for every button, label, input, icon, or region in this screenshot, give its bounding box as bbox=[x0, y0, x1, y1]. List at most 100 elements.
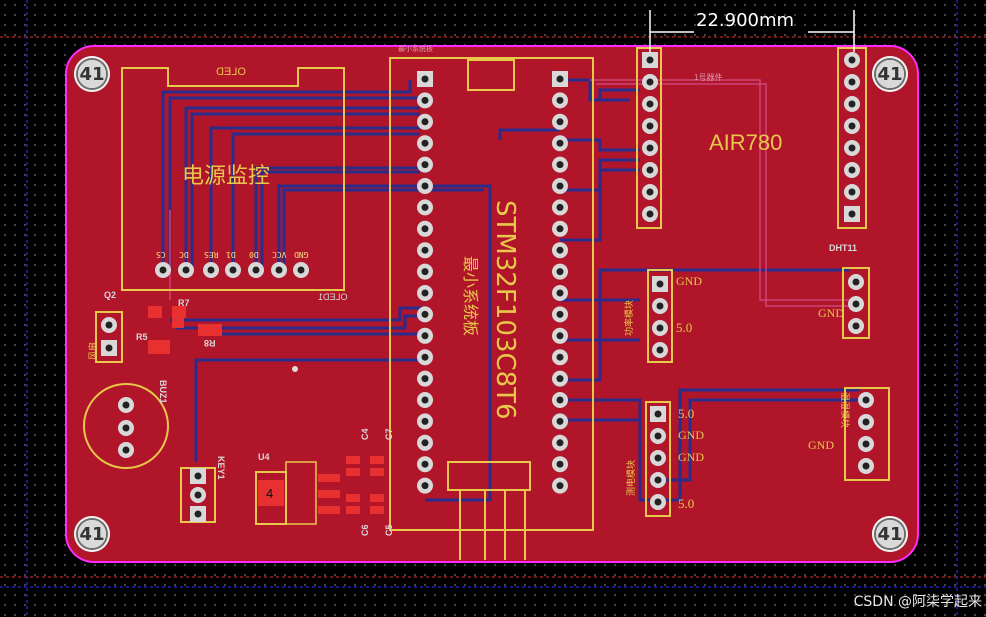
mcu-right-pin-drill bbox=[556, 118, 564, 126]
mcu-left-pin-drill bbox=[421, 203, 429, 211]
mcu-right-pin-drill bbox=[556, 353, 564, 361]
mcu-left-pin-drill bbox=[421, 246, 429, 254]
oled-title: 电源监控 bbox=[182, 164, 271, 189]
mcu-model: STM32F103C8T6 bbox=[490, 200, 520, 420]
mcu-left-pin-drill bbox=[421, 482, 429, 490]
mcu-left-pin-drill bbox=[421, 289, 429, 297]
buz-label: BUZ1 bbox=[158, 380, 168, 404]
fan-label: 风扇 bbox=[88, 341, 98, 360]
csdn-watermark: CSDN @阿柒学起来 bbox=[853, 594, 982, 610]
air780-right-pin-drill bbox=[848, 100, 856, 108]
sensor-module-pin-drill bbox=[654, 410, 662, 418]
dht-gnd: GND bbox=[818, 306, 844, 320]
air780-left-pin-drill bbox=[646, 100, 654, 108]
r8-label: R8 bbox=[204, 338, 216, 348]
oled-bottom-label: OLED1 bbox=[318, 292, 348, 302]
dht-pin-drill bbox=[852, 300, 860, 308]
air780-left-pin-drill bbox=[646, 78, 654, 86]
dimension-label: 22.900mm bbox=[696, 10, 795, 31]
c7-label: C7 bbox=[384, 428, 394, 440]
air780-left-pin-drill bbox=[646, 166, 654, 174]
key-label: KEY1 bbox=[216, 456, 226, 480]
mcu-right-pin-drill bbox=[556, 182, 564, 190]
mcu-right-pin-drill bbox=[556, 375, 564, 383]
oled-pin-drill bbox=[229, 266, 237, 274]
air780-left-pin-drill bbox=[646, 210, 654, 218]
oled-pin-drill bbox=[159, 266, 167, 274]
right-module-gnd: GND bbox=[808, 438, 834, 452]
air780-left-pin-drill bbox=[646, 144, 654, 152]
fan-pin-drill bbox=[105, 321, 113, 329]
power-5v: 5.0 bbox=[676, 320, 693, 335]
buz-pin-drill bbox=[122, 401, 130, 409]
mount-hole-bl: 41 bbox=[74, 516, 110, 552]
air780-sub-label: 1号器件 bbox=[694, 73, 723, 82]
air780-left-pin-drill bbox=[646, 56, 654, 64]
mcu-right-pin-drill bbox=[556, 225, 564, 233]
air780-title: AIR780 bbox=[709, 130, 783, 155]
power-gnd: GND bbox=[676, 274, 702, 288]
q2-label: Q2 bbox=[104, 290, 117, 300]
mcu-right-pin-drill bbox=[556, 203, 564, 211]
right-module-pin-drill bbox=[862, 418, 870, 426]
air780-right-pin-drill bbox=[848, 56, 856, 64]
air780-right-pin-drill bbox=[848, 144, 856, 152]
right-module-pin-drill bbox=[862, 440, 870, 448]
mcu-left-pin-drill bbox=[421, 161, 429, 169]
mcu-right-pin-drill bbox=[556, 460, 564, 468]
dht-pin-drill bbox=[852, 322, 860, 330]
r5-label: R5 bbox=[136, 332, 148, 342]
u4-label: U4 bbox=[258, 452, 270, 462]
air780-right-pin-drill bbox=[848, 188, 856, 196]
right-module-pin-drill bbox=[862, 396, 870, 404]
air780-right-pin-drill bbox=[848, 210, 856, 218]
power-module-pin-drill bbox=[656, 324, 664, 332]
key-pin-drill bbox=[194, 510, 202, 518]
oled-pin-label: GND bbox=[294, 250, 309, 259]
air780-right-pin-drill bbox=[848, 122, 856, 130]
sensor-pin-4: 5.0 bbox=[678, 496, 695, 511]
right-module-pin-drill bbox=[862, 462, 870, 470]
bottom-traces bbox=[169, 79, 850, 307]
mcu-right-pin-drill bbox=[556, 161, 564, 169]
dht-pin-drill bbox=[852, 278, 860, 286]
mcu-left-pin-drill bbox=[421, 353, 429, 361]
c4-label: C4 bbox=[360, 428, 370, 440]
sensor-pin-3: GND bbox=[678, 450, 704, 464]
sensor-module-pin-drill bbox=[654, 498, 662, 506]
power-module-pin-drill bbox=[656, 280, 664, 288]
mcu-right-pin-drill bbox=[556, 96, 564, 104]
oled-top-label: OLED bbox=[216, 66, 246, 78]
sensor-module-title: 测电模块 bbox=[626, 459, 636, 496]
sensor-module-pin-drill bbox=[654, 432, 662, 440]
oled-pin-label: RES bbox=[204, 250, 219, 259]
air780-right-pin-drill bbox=[848, 166, 856, 174]
mcu-right-pin-drill bbox=[556, 396, 564, 404]
sensor-pin-1: 5.0 bbox=[678, 406, 695, 421]
power-module-pin-drill bbox=[656, 302, 664, 310]
mcu-left-pin-drill bbox=[421, 225, 429, 233]
mount-hole-br: 41 bbox=[872, 516, 908, 552]
mcu-left-pin-drill bbox=[421, 96, 429, 104]
dht11-label: DHT11 bbox=[829, 243, 858, 253]
mcu-right-pin-drill bbox=[556, 439, 564, 447]
mcu-right-pin-drill bbox=[556, 482, 564, 490]
mcu-left-pin-drill bbox=[421, 396, 429, 404]
oled-pin-drill bbox=[207, 266, 215, 274]
oled-pin-drill bbox=[252, 266, 260, 274]
fan-pin-drill bbox=[105, 344, 113, 352]
u4-pin-label: 4 bbox=[266, 486, 274, 501]
oled-pin-drill bbox=[275, 266, 283, 274]
mcu-right-pin-drill bbox=[556, 417, 564, 425]
mcu-left-pin-drill bbox=[421, 439, 429, 447]
mcu-left-pin-drill bbox=[421, 417, 429, 425]
air780-left-pin-drill bbox=[646, 122, 654, 130]
buz-pin-drill bbox=[122, 424, 130, 432]
mcu-left-pin-drill bbox=[421, 268, 429, 276]
mcu-left-pin-drill bbox=[421, 332, 429, 340]
mcu-right-pin-drill bbox=[556, 246, 564, 254]
power-module-title: 功率模块 bbox=[624, 299, 634, 336]
mcu-left-pin-drill bbox=[421, 118, 429, 126]
